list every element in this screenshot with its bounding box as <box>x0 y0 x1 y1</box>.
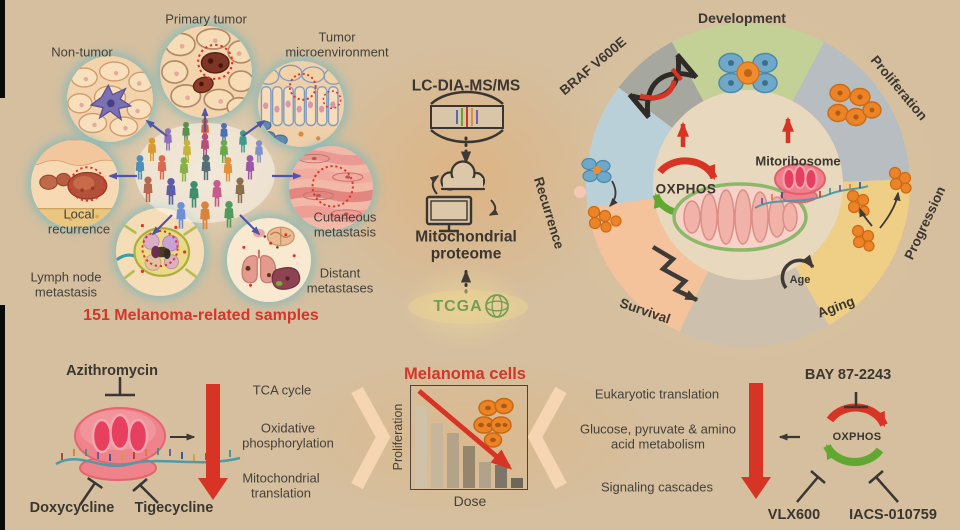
label-tigecycline: Tigecycline <box>134 499 214 516</box>
fat-down-arrow-right-icon <box>741 383 771 499</box>
ring-label-development: Development <box>698 10 786 27</box>
label-tumor-microenvironment: Tumor microenvironment <box>285 29 389 59</box>
melanoma-cells-icon <box>473 397 514 448</box>
label-iacs-010759: IACS-010759 <box>849 506 937 523</box>
sample-circle-lymph-node-metastasis <box>116 208 204 296</box>
cloud-icon <box>440 160 486 191</box>
cutaneous-metastasis-histology-icon <box>289 146 373 230</box>
primary-tumor-histology-icon <box>160 26 252 118</box>
label-lc-dia-msms: LC-DIA-MS/MS <box>411 77 521 95</box>
ring-segment-survival <box>587 198 708 332</box>
label-non-tumor: Non-tumor <box>51 44 113 60</box>
chart-bar-2 <box>431 423 443 488</box>
label-local-recurrence: Local recurrence <box>47 206 111 236</box>
chart-ylabel: Proliferation <box>391 403 405 471</box>
label-doxycycline: Doxycycline <box>29 499 115 516</box>
mitochondrion-icon <box>672 182 808 252</box>
tumor-microenvironment-histology-icon <box>258 61 344 147</box>
label-azithromycin: Azithromycin <box>66 362 158 379</box>
sample-circle-tumor-microenvironment <box>258 61 344 147</box>
lymph-node-metastasis-histology-icon <box>116 208 204 296</box>
recurrence-cells-icon <box>574 157 622 233</box>
crowd-icon <box>135 118 275 230</box>
chart-bars <box>415 390 523 488</box>
inhibition-bars-left <box>78 377 159 506</box>
label-oxphos-right: OXPHOS <box>832 430 882 443</box>
label-signaling-cascades: Signaling cascades <box>600 479 714 495</box>
label-mitoribosome: Mitoribosome <box>755 153 841 169</box>
sync-arrow-up-icon <box>429 175 440 195</box>
label-primary-tumor: Primary tumor <box>165 11 247 27</box>
chart-title: Melanoma cells <box>404 364 526 383</box>
chart-xlabel: Dose <box>453 493 487 510</box>
label-glucose-pyruvate-metabolism: Glucose, pyruvate & amino acid metabolis… <box>579 421 737 451</box>
mitoribosome-icon <box>754 163 869 209</box>
age-cycle-icon <box>780 254 815 290</box>
label-lymph-node-metastasis: Lymph node metastasis <box>30 269 102 299</box>
chart-bar-1 <box>415 405 427 488</box>
ring-segment-aging <box>679 267 829 347</box>
samples-caption: 151 Melanoma-related samples <box>83 307 319 325</box>
zigzag-decline-arrow-icon <box>651 245 699 303</box>
tcga-glow <box>408 290 528 324</box>
progression-cells-icon <box>846 166 912 252</box>
sample-arrows <box>108 107 302 236</box>
label-cutaneous-metastasis: Cutaneous metastasis <box>313 209 377 239</box>
label-oxidative-phosphorylation: Oxidative phosphorylation <box>242 420 334 450</box>
proliferation-nuclei <box>835 90 875 120</box>
chart-overlay <box>417 389 514 470</box>
development-cells-icon <box>718 52 778 94</box>
left-edge-bar-bottom <box>0 305 5 530</box>
non-tumor-histology-icon <box>67 56 153 142</box>
label-distant-metastases: Distant metastases <box>306 265 374 295</box>
ring-segment-progression <box>795 179 911 326</box>
chart-bar-6 <box>495 465 507 488</box>
label-mitochondrial-proteome: Mitochondrial proteome <box>415 228 517 263</box>
sample-circle-cutaneous-metastasis <box>289 146 373 230</box>
left-edge-bar-top <box>0 0 5 98</box>
globe-icon <box>485 294 509 318</box>
sync-arrow-down-icon <box>488 199 499 216</box>
monitor-icon <box>425 195 473 233</box>
chart-trend-arrow <box>417 389 513 470</box>
chart-bar-5 <box>479 461 491 488</box>
label-mitochondrial-translation: Mitochondrial translation <box>242 470 320 500</box>
dna-icon <box>627 52 699 120</box>
ribosome-drug-icon <box>55 407 241 481</box>
label-oxphos-center: OXPHOS <box>655 181 717 197</box>
label-age: Age <box>789 273 811 286</box>
chart-bar-3 <box>447 433 459 488</box>
fat-down-arrow-left-icon <box>198 384 228 500</box>
chevron-left-icon <box>527 386 567 490</box>
chart-bar-4 <box>463 445 475 488</box>
inhibition-bars-right <box>796 392 899 503</box>
chevron-right-icon <box>351 386 391 490</box>
label-vlx600: VLX600 <box>767 506 821 523</box>
sample-circle-non-tumor <box>67 56 153 142</box>
label-tcga: TCGA <box>433 298 483 316</box>
chart-bar-7 <box>511 478 523 488</box>
label-tca-cycle: TCA cycle <box>252 382 312 398</box>
label-bay-87-2243: BAY 87-2243 <box>804 366 892 383</box>
mass-spec-icon <box>430 90 504 144</box>
dose-response-chart <box>410 385 528 490</box>
sample-circle-primary-tumor <box>160 26 252 118</box>
label-eukaryotic-translation: Eukaryotic translation <box>594 386 720 402</box>
